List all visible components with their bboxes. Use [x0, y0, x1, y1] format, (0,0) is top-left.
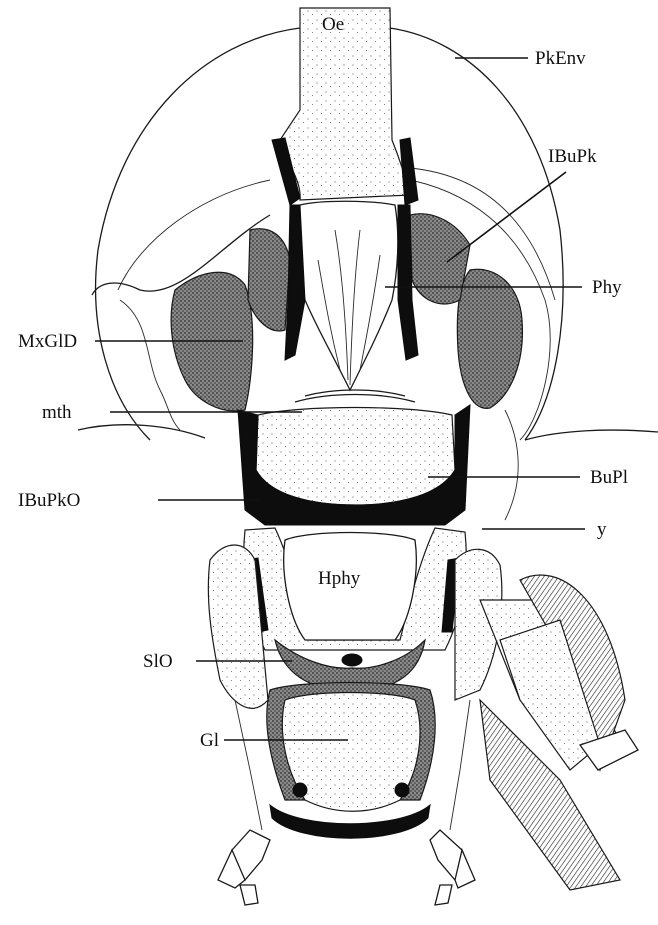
leader-ibupk	[447, 172, 566, 262]
maxillary-gland-duct-right	[457, 269, 522, 408]
label-oe-group: Oe	[322, 14, 344, 35]
label-ibupko-group: IBuPkO	[18, 490, 258, 511]
label-hphy-group: Hphy	[318, 568, 361, 589]
label-gl: Gl	[200, 730, 219, 751]
label-bupl: BuPl	[590, 467, 628, 488]
labial-palp-right	[430, 830, 475, 905]
glossa	[267, 683, 435, 839]
label-ibupk: IBuPk	[548, 146, 597, 167]
label-slo: SlO	[143, 651, 173, 672]
label-hphy: Hphy	[318, 568, 361, 589]
pharynx	[285, 201, 418, 390]
labial-palp-left	[218, 830, 270, 905]
label-mxgld: MxGlD	[18, 331, 77, 352]
label-phy: Phy	[592, 277, 622, 298]
label-y: y	[597, 519, 607, 540]
buccal-plate	[256, 408, 455, 506]
maxilla-right	[480, 575, 638, 890]
label-ibupko: IBuPkO	[18, 490, 80, 511]
oesophagus	[272, 8, 418, 205]
hypopharynx	[244, 528, 467, 650]
label-oe: Oe	[322, 14, 344, 35]
label-ibupk-group: IBuPk	[447, 146, 597, 262]
label-y-group: y	[482, 519, 607, 540]
label-mth: mth	[42, 402, 72, 423]
label-pkenv: PkEnv	[535, 48, 586, 69]
